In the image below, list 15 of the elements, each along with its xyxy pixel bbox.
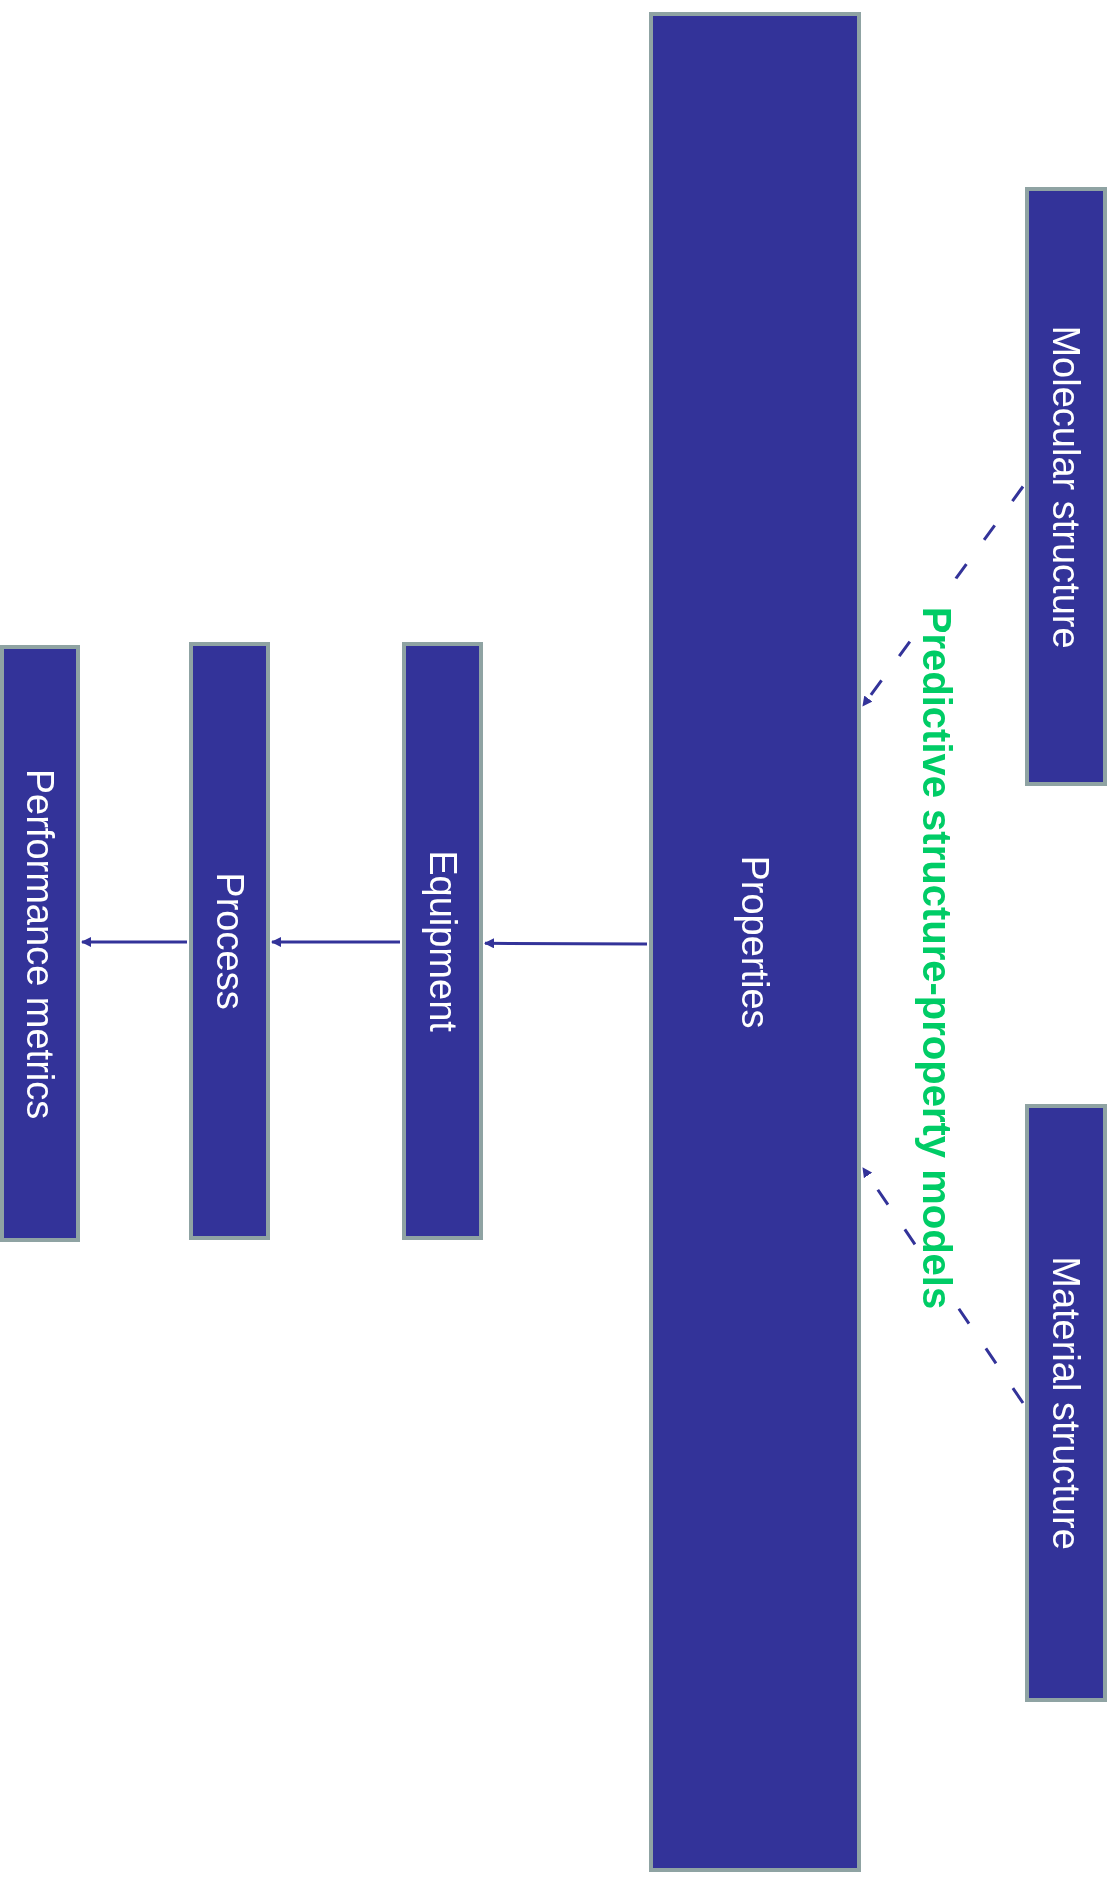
box-label: Material structure [1047,1256,1085,1550]
box-label: Equipment [423,850,462,1032]
box-label: Molecular structure [1047,324,1085,649]
process-box [189,642,270,1240]
process-box [1025,1104,1107,1702]
process-box [402,642,483,1240]
process-box [0,645,80,1242]
arrow [484,938,647,949]
process-box [1025,187,1107,786]
process-box [649,12,861,1872]
arrow [81,937,187,947]
box-label: Properties [736,855,774,1029]
arrow [271,937,400,947]
box-label: Performance metrics [21,768,59,1119]
box-label: Process [210,872,249,1010]
